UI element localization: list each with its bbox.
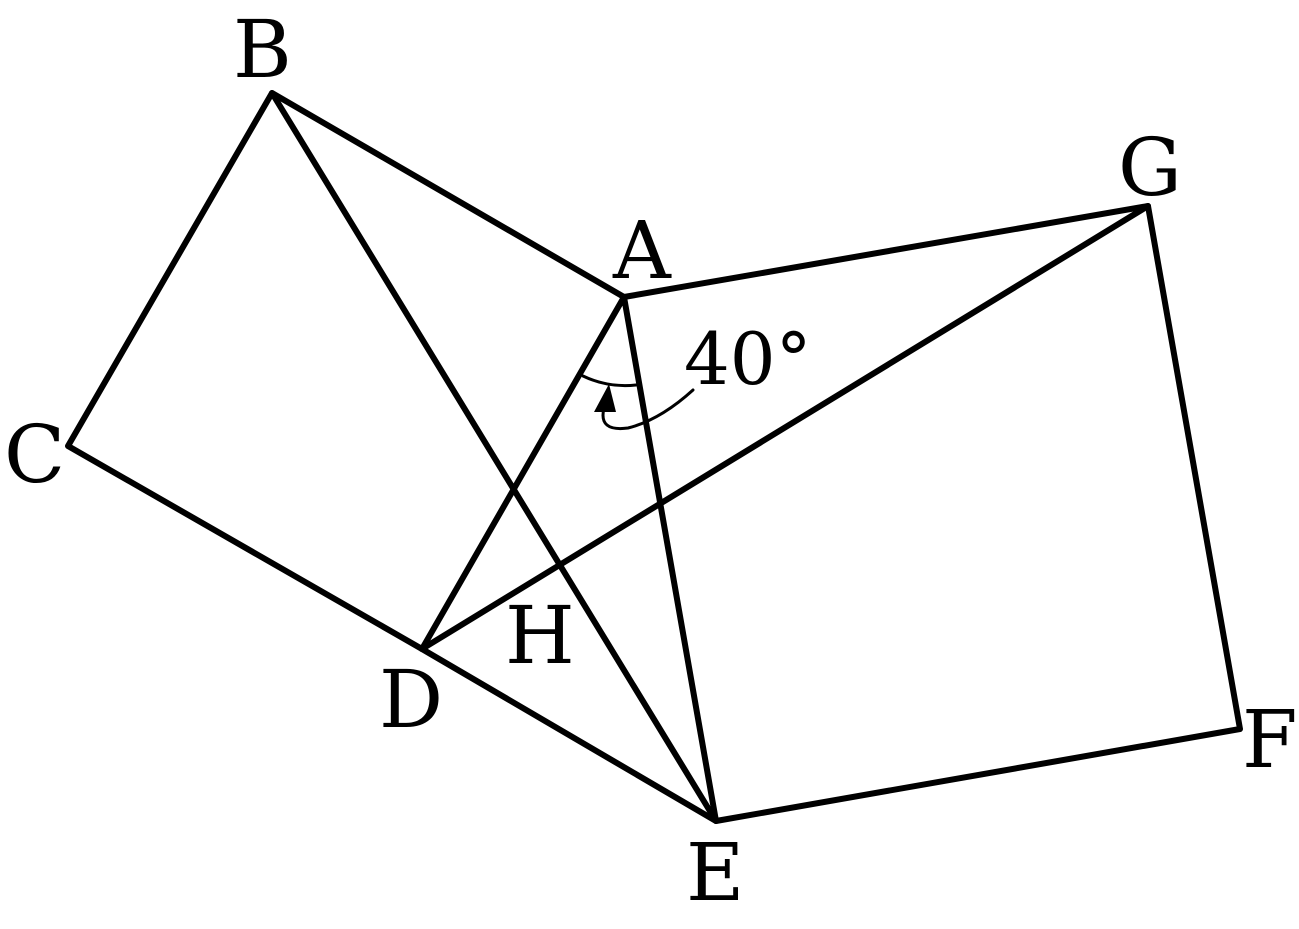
- label-e: E: [686, 826, 744, 919]
- angle-label: 40°: [684, 317, 812, 401]
- angle-pointer: [601, 388, 695, 431]
- square-abcd: [65, 90, 627, 652]
- segment-dg: [419, 203, 1151, 652]
- square-aefg: [621, 203, 1243, 824]
- angle-arc: [581, 374, 638, 388]
- label-a: A: [612, 204, 672, 297]
- label-d: D: [379, 653, 443, 746]
- segment-de: [419, 646, 719, 824]
- label-g: G: [1118, 121, 1182, 214]
- angle-arrowhead: [594, 384, 616, 412]
- label-h: H: [505, 589, 575, 682]
- label-b: B: [233, 3, 292, 96]
- label-c: C: [4, 408, 65, 501]
- label-f: F: [1242, 693, 1298, 786]
- segment-be: [269, 90, 719, 824]
